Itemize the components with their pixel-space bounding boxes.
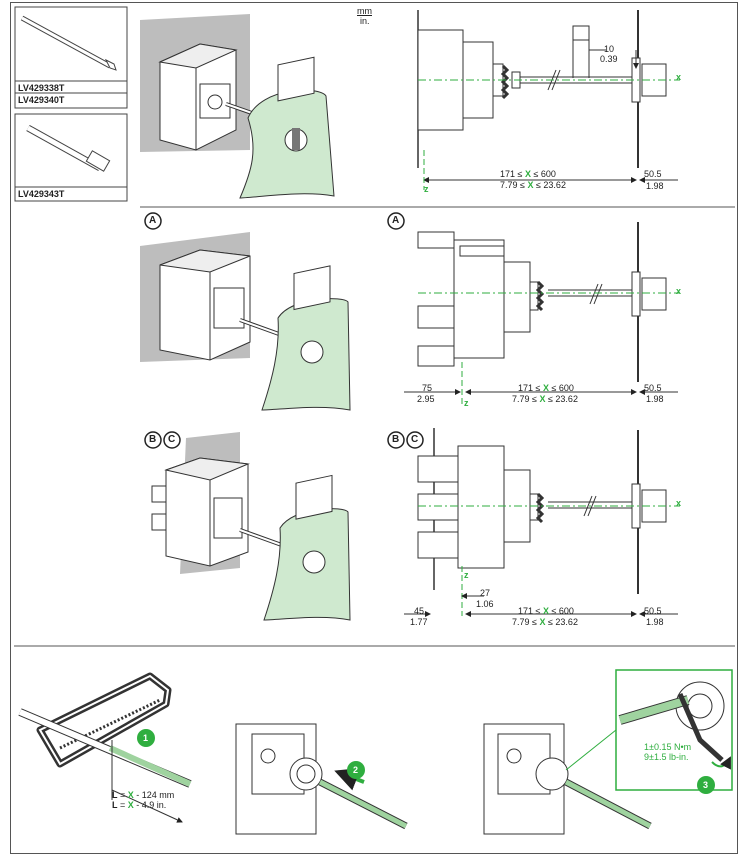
unit-top: mm — [357, 6, 372, 16]
variant-b-label: B — [149, 434, 157, 445]
right-mm: 50.5 — [644, 169, 662, 179]
left-in: 2.95 — [417, 394, 435, 404]
torque-lbin: 9±1.5 lb-in. — [644, 752, 689, 762]
cut-length-in: L = X - 4.9 in. — [112, 800, 167, 810]
step1-saw-drawing — [18, 672, 192, 823]
axis-x-label: x — [676, 498, 682, 508]
variant-a-label: A — [392, 215, 400, 226]
step-1-number: 1 — [143, 733, 149, 743]
breaker-iso-row3 — [151, 432, 351, 621]
part-ref: LV429343T — [18, 189, 65, 199]
right-in: 1.98 — [646, 181, 664, 191]
left-mm: 75 — [422, 383, 433, 393]
range-mm: 171 ≤ X ≤ 600 — [518, 606, 574, 616]
range-mm: 171 ≤ X ≤ 600 — [518, 383, 574, 393]
step2-drawing — [235, 723, 408, 835]
axis-x-label: x — [676, 286, 682, 296]
variant-b-label: B — [392, 434, 400, 445]
variant-a-label: A — [149, 215, 157, 226]
document-frame — [10, 2, 738, 854]
axis-z-label: z — [424, 184, 429, 194]
left-mm: 45 — [414, 606, 425, 616]
part-box-shaft-short — [14, 113, 128, 202]
right-mm: 50.5 — [644, 383, 662, 393]
range-in: 7.79 ≤ X ≤ 23.62 — [500, 180, 566, 190]
range-in: 7.79 ≤ X ≤ 23.62 — [512, 617, 578, 627]
breaker-iso-row1 — [140, 14, 335, 199]
section-view-row2 — [404, 222, 680, 404]
step-3-number: 3 — [703, 780, 709, 790]
right-in: 1.98 — [646, 617, 664, 627]
axis-x-label: x — [676, 72, 682, 82]
mid-mm: 27 — [480, 588, 491, 598]
offset-mm: 10 — [604, 44, 615, 54]
part-box-shaft-long — [14, 6, 128, 109]
range-mm: 171 ≤ X ≤ 600 — [500, 169, 556, 179]
part-ref: LV429338T — [18, 83, 65, 93]
variant-c-label: C — [411, 434, 419, 445]
torque-nm: 1±0.15 N•m — [644, 742, 692, 752]
variant-c-label: C — [168, 434, 176, 445]
axis-z-label: z — [464, 398, 469, 408]
offset-in: 0.39 — [600, 54, 618, 64]
step3-drawing — [483, 669, 733, 835]
mid-in: 1.06 — [476, 599, 494, 609]
breaker-iso-row2 — [140, 232, 351, 411]
right-in: 1.98 — [646, 394, 664, 404]
left-in: 1.77 — [410, 617, 428, 627]
section-view-row1 — [417, 10, 680, 190]
step-2-number: 2 — [353, 765, 359, 775]
unit-bottom: in. — [360, 16, 370, 26]
range-in: 7.79 ≤ X ≤ 23.62 — [512, 394, 578, 404]
cut-length-mm: L = X - 124 mm — [112, 790, 175, 800]
right-mm: 50.5 — [644, 606, 662, 616]
part-ref: LV429340T — [18, 95, 65, 105]
axis-z-label: z — [464, 570, 469, 580]
section-view-row3 — [404, 428, 680, 617]
